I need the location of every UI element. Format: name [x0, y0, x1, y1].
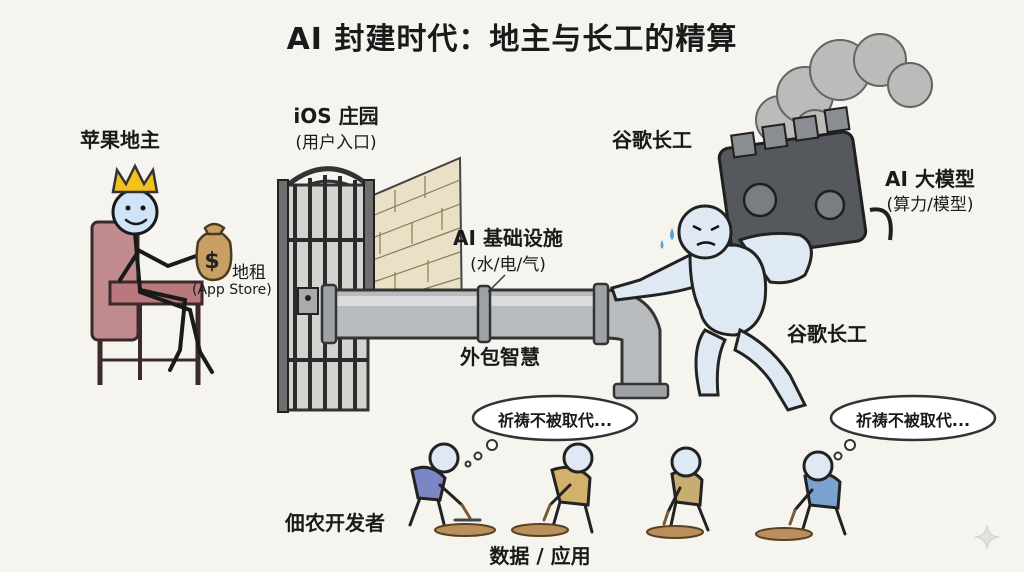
tenant-developer-1 [408, 442, 496, 537]
ios-manor-subtitle: (用户入口) [295, 133, 377, 153]
tenant-developer-4 [755, 450, 847, 541]
prayer-text-left: 祈祷不被取代... [497, 411, 613, 430]
tenant-developer-3 [646, 446, 710, 539]
ai-infrastructure-subtitle: (水/电/气) [470, 255, 546, 275]
ai-model-engine [717, 106, 893, 259]
page-title: AI 封建时代：地主与长工的精算 [286, 22, 738, 57]
ios-manor-label: iOS 庄园 [293, 104, 379, 128]
apple-landlord-figure [111, 188, 214, 374]
ai-big-model-label: AI 大模型 [885, 167, 975, 191]
google-laborer-label-side: 谷歌长工 [787, 322, 867, 346]
sparkle-icon [974, 524, 1000, 550]
infrastructure-pointer [487, 274, 506, 293]
outsourced-wisdom-label: 外包智慧 [460, 345, 540, 369]
google-laborer-label-top: 谷歌长工 [612, 128, 692, 152]
crown-icon [111, 163, 159, 194]
tenant-developer-2 [511, 442, 594, 537]
ai-infrastructure-pipe [320, 282, 670, 400]
tenant-developers-label: 佃农开发者 [285, 511, 385, 535]
ai-infrastructure-label: AI 基础设施 [453, 226, 563, 250]
prayer-text-right: 祈祷不被取代... [855, 411, 971, 430]
apple-landlord-label: 苹果地主 [80, 128, 160, 152]
svg-text:$: $ [204, 249, 219, 274]
money-bag-icon: $ [195, 222, 233, 282]
app-store-label: (App Store) [192, 282, 272, 298]
land-rent-label: 地租 [232, 263, 266, 283]
google-laborer-figure [610, 204, 813, 412]
ai-big-model-subtitle: (算力/模型) [886, 195, 974, 215]
thought-bubble-left [464, 394, 639, 468]
data-apps-label: 数据 / 应用 [489, 544, 591, 568]
